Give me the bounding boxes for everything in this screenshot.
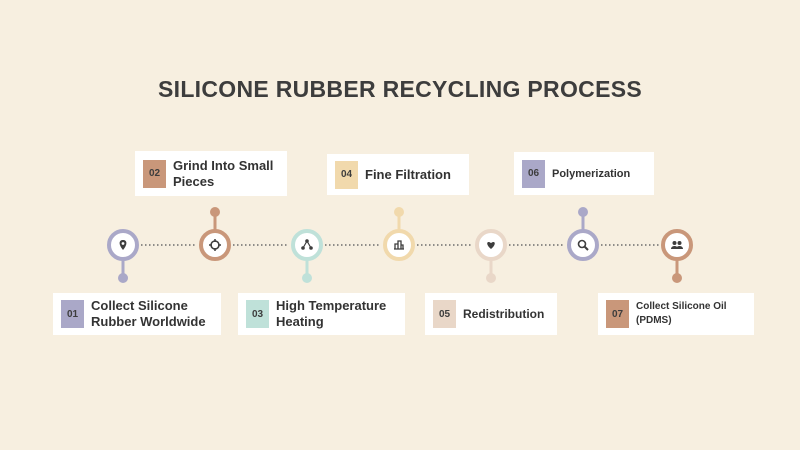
map-pin-icon [119, 240, 127, 250]
step-label: High Temperature Heating [276, 298, 387, 329]
node-knob [118, 273, 128, 283]
step-node [383, 229, 415, 261]
crosshair-icon-lines [209, 239, 221, 251]
users-icon-2 [677, 241, 682, 245]
step-card-07: 07 Collect Silicone Oil (PDMS) [598, 293, 754, 335]
network-icon-node [301, 246, 305, 250]
node-knob [302, 273, 312, 283]
map-pin-icon-dot [121, 242, 125, 245]
step-number: 03 [246, 300, 269, 328]
users-icon-bodies [671, 246, 683, 249]
node-knob [394, 207, 404, 217]
search-icon [577, 239, 587, 249]
users-icon [672, 241, 677, 245]
step-card-06: 06 Polymerization [514, 152, 654, 195]
step-label: Collect Silicone Oil (PDMS) [636, 301, 727, 326]
step-node [291, 229, 323, 261]
step-card-03: 03 High Temperature Heating [238, 293, 405, 335]
search-icon-handle [583, 245, 589, 251]
diagram-title: SILICONE RUBBER RECYCLING PROCESS [157, 76, 642, 102]
step-node [567, 229, 599, 261]
step-number: 07 [606, 300, 629, 328]
step-number: 06 [522, 159, 545, 188]
step-card-02: 02 Grind Into Small Pieces [135, 151, 287, 196]
node-knob [672, 273, 682, 283]
step-number: 02 [143, 159, 166, 188]
building-icon [394, 240, 404, 250]
step-node [661, 229, 693, 261]
network-icon-node [305, 239, 309, 243]
step-node [199, 229, 231, 261]
step-card-04: 04 Fine Filtration [327, 154, 469, 195]
step-number: 05 [433, 300, 456, 328]
step-card-05: 05 Redistribution [425, 293, 557, 335]
network-icon-node [309, 246, 313, 250]
step-card-01: 01 Collect Silicone Rubber Worldwide [53, 293, 221, 335]
step-number: 04 [335, 160, 358, 189]
node-knob [486, 273, 496, 283]
step-label: Redistribution [463, 307, 545, 321]
node-knob [578, 207, 588, 217]
step-label: Polymerization [552, 167, 631, 180]
node-knob [210, 207, 220, 217]
step-number: 01 [61, 300, 84, 328]
step-label: Collect Silicone Rubber Worldwide [91, 298, 206, 329]
step-label: Grind Into Small Pieces [173, 157, 274, 189]
step-label: Fine Filtration [365, 166, 451, 182]
heart-icon [487, 241, 495, 249]
